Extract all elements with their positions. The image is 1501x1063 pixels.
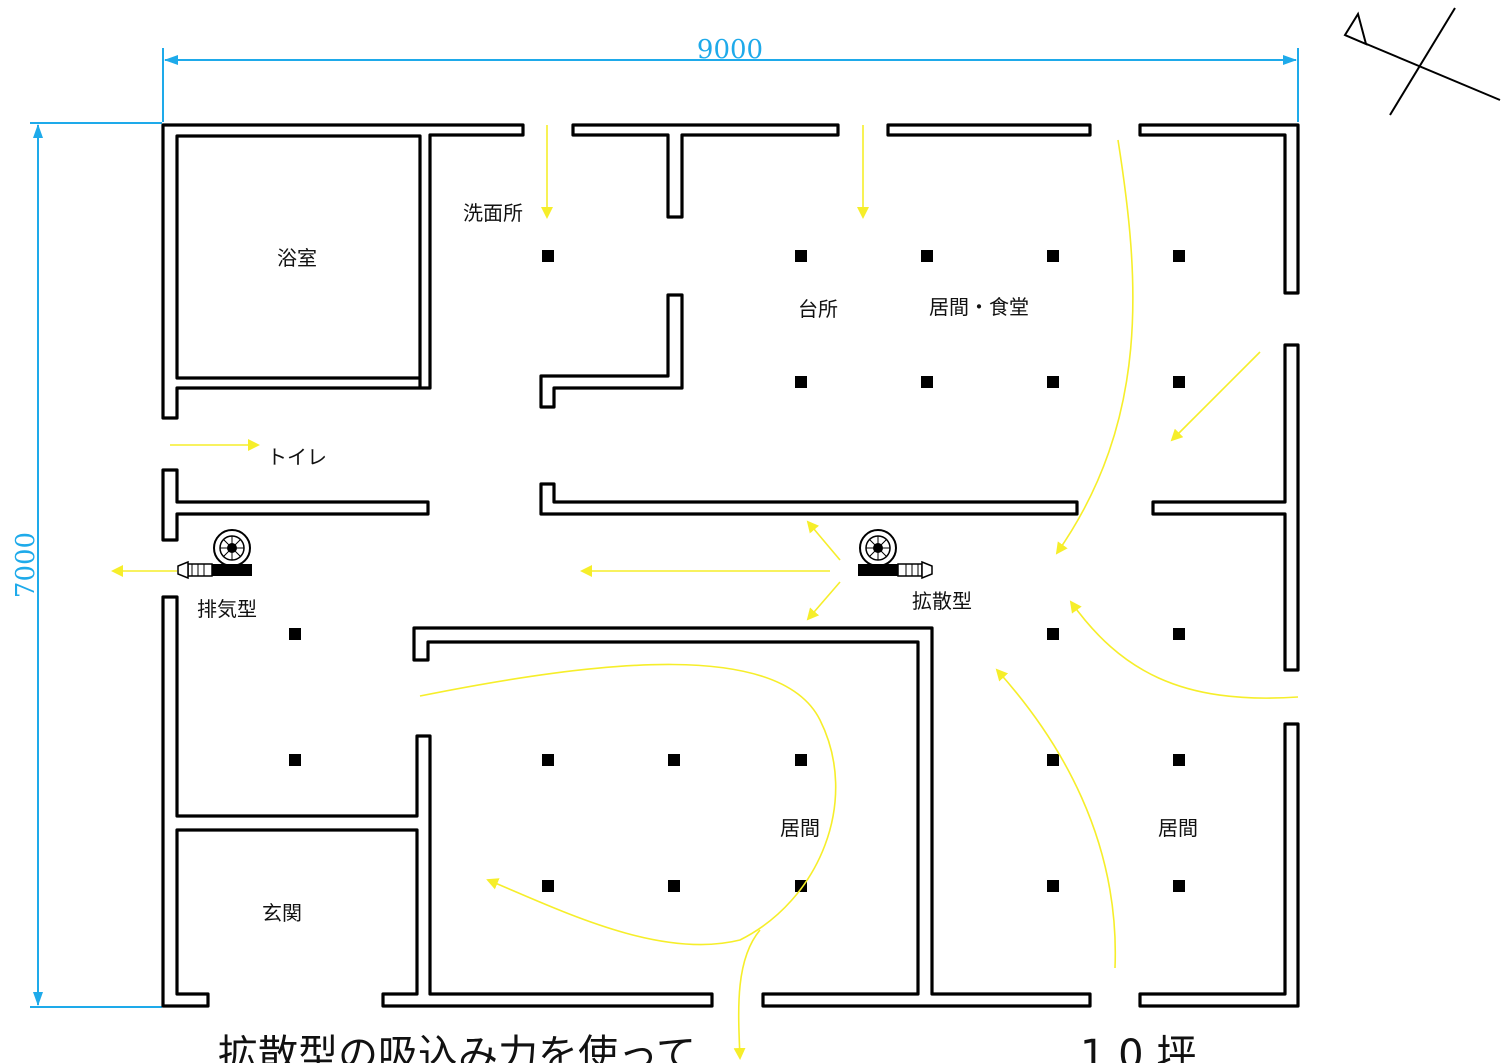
arrow-icon: [806, 520, 841, 561]
caption-bottom-left: 拡散型の吸込み力を使って: [218, 1032, 696, 1063]
exhaust-fan-label: 排気型: [197, 597, 257, 621]
ceiling-vent-icon: [289, 628, 301, 640]
room-label-living-center: 居間: [780, 816, 820, 840]
airflow-arrows: [111, 125, 1299, 1060]
ceiling-vent-icon: [1047, 250, 1059, 262]
room-label-living-right: 居間: [1158, 816, 1198, 840]
room-label-bath: 浴室: [277, 246, 317, 270]
diffuser-fan-label: 拡散型: [912, 589, 972, 613]
ceiling-vent-icon: [1173, 376, 1185, 388]
ceiling-vent-icon: [542, 754, 554, 766]
ceiling-vent-icon: [921, 250, 933, 262]
ceiling-vent-icon: [795, 376, 807, 388]
ceiling-vent-icon: [542, 250, 554, 262]
walls: [161, 123, 1300, 1008]
exhaust-fan-icon: [177, 529, 253, 579]
ceiling-vent-icon: [1047, 376, 1059, 388]
arrow-icon: [806, 581, 841, 621]
arrow-icon: [733, 929, 761, 1060]
caption-bottom-right: 1 0 坪: [1080, 1032, 1196, 1063]
ceiling-vent-icon: [542, 880, 554, 892]
room-label-kitchen: 台所: [798, 297, 838, 321]
ceiling-vent-icon: [795, 754, 807, 766]
diffuser-fan-icon: [857, 529, 933, 579]
ceiling-vent-icon: [1047, 880, 1059, 892]
ceiling-vent-icon: [1173, 880, 1185, 892]
ceiling-vent-icon: [795, 250, 807, 262]
width-dimension: 9000: [162, 35, 1299, 122]
room-label-living-dining: 居間・食堂: [929, 295, 1029, 319]
ceiling-vent-icon: [1173, 628, 1185, 640]
ceiling-vent-icon: [289, 754, 301, 766]
ceiling-vent-icon: [668, 880, 680, 892]
room-label-washroom: 洗面所: [463, 201, 523, 225]
width-dimension-label: 9000: [697, 35, 763, 65]
arrow-icon: [1055, 139, 1134, 555]
ceiling-vent-icon: [1047, 754, 1059, 766]
height-dimension-label: 7000: [11, 532, 41, 598]
ceiling-vent-icon: [1173, 754, 1185, 766]
ceiling-vent-icon: [1173, 250, 1185, 262]
arrow-icon: [419, 663, 837, 946]
arrow-icon: [1069, 600, 1299, 699]
arrow-icon: [1170, 351, 1261, 442]
ceiling-vent-icon: [668, 754, 680, 766]
ceiling-vent-icon: [1047, 628, 1059, 640]
room-label-entrance: 玄関: [262, 901, 302, 925]
compass-icon: [1343, 7, 1501, 116]
room-label-toilet: トイレ: [267, 445, 327, 469]
height-dimension: 7000: [11, 122, 162, 1008]
arrow-icon: [995, 668, 1117, 969]
ceiling-vent-icon: [921, 376, 933, 388]
